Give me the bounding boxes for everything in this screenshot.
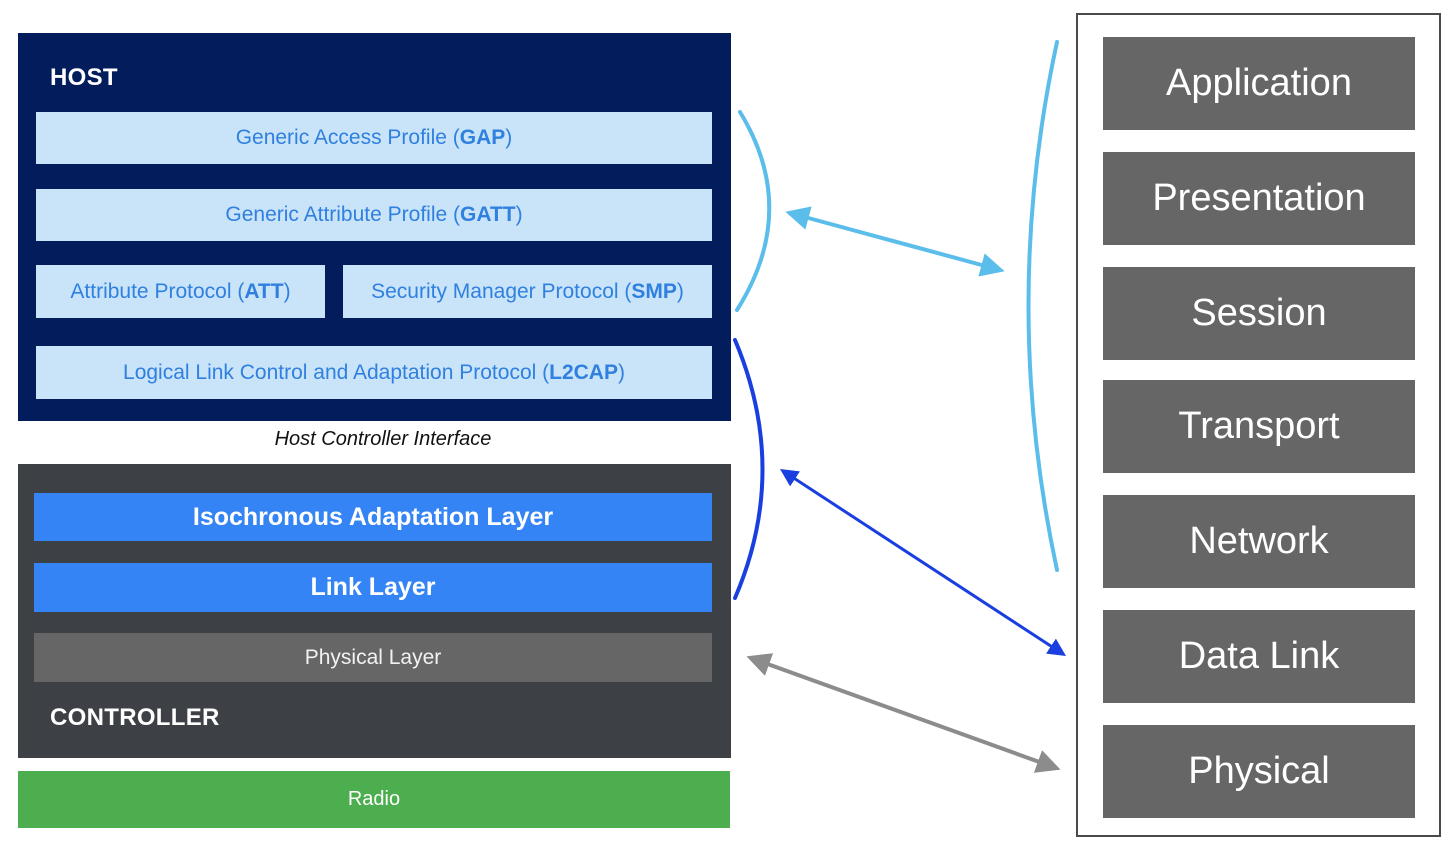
gatt-box: Generic Attribute Profile (GATT) <box>36 189 712 241</box>
gatt-label: Generic Attribute Profile ( <box>225 203 460 226</box>
gap-box: Generic Access Profile (GAP) <box>36 112 712 164</box>
host-block: HOST Generic Access Profile (GAP) Generi… <box>18 33 731 421</box>
att-abbr: ATT <box>244 279 284 303</box>
smp-label: Security Manager Protocol ( <box>371 279 632 303</box>
l2cap-box: Logical Link Control and Adaptation Prot… <box>36 346 712 399</box>
gap-abbr: GAP <box>459 126 506 149</box>
l2cap-label: Logical Link Control and Adaptation Prot… <box>123 360 550 384</box>
link-layer-box: Link Layer <box>34 563 712 612</box>
l2cap-close: ) <box>617 360 625 384</box>
osi-layer-network: Network <box>1103 495 1415 588</box>
host-bracket <box>735 110 772 312</box>
radio-box: Radio <box>18 771 730 828</box>
controller-title: CONTROLLER <box>50 704 220 731</box>
smp-abbr: SMP <box>631 279 677 303</box>
physical-to-physical-arrow <box>746 653 1061 773</box>
physical-layer-box: Physical Layer <box>34 633 712 682</box>
controller-to-data-link-arrow <box>779 469 1067 656</box>
gatt-close: ) <box>515 203 523 226</box>
att-box: Attribute Protocol (ATT) <box>36 265 325 318</box>
isochronous-adaptation-layer-box: Isochronous Adaptation Layer <box>34 493 712 541</box>
osi-layer-physical: Physical <box>1103 725 1415 818</box>
osi-layer-transport: Transport <box>1103 380 1415 473</box>
osi-model-stack: Application Presentation Session Transpo… <box>1076 13 1441 837</box>
osi-layer-session: Session <box>1103 267 1415 360</box>
att-label: Attribute Protocol ( <box>70 279 245 303</box>
controller-bracket <box>733 338 765 600</box>
l2cap-abbr: L2CAP <box>549 360 618 384</box>
smp-box: Security Manager Protocol (SMP) <box>343 265 712 318</box>
host-to-upper-osi-arrow <box>785 206 1005 277</box>
host-title: HOST <box>50 64 118 91</box>
att-close: ) <box>283 279 291 303</box>
host-controller-interface-label: Host Controller Interface <box>274 428 492 450</box>
gatt-abbr: GATT <box>460 203 516 226</box>
osi-upper-bracket <box>1026 40 1059 572</box>
osi-layer-presentation: Presentation <box>1103 152 1415 245</box>
smp-close: ) <box>676 279 684 303</box>
gap-close: ) <box>505 126 513 149</box>
gap-label: Generic Access Profile ( <box>235 126 460 149</box>
osi-layer-application: Application <box>1103 37 1415 130</box>
controller-block: Isochronous Adaptation Layer Link Layer … <box>18 464 731 758</box>
osi-layer-data-link: Data Link <box>1103 610 1415 703</box>
